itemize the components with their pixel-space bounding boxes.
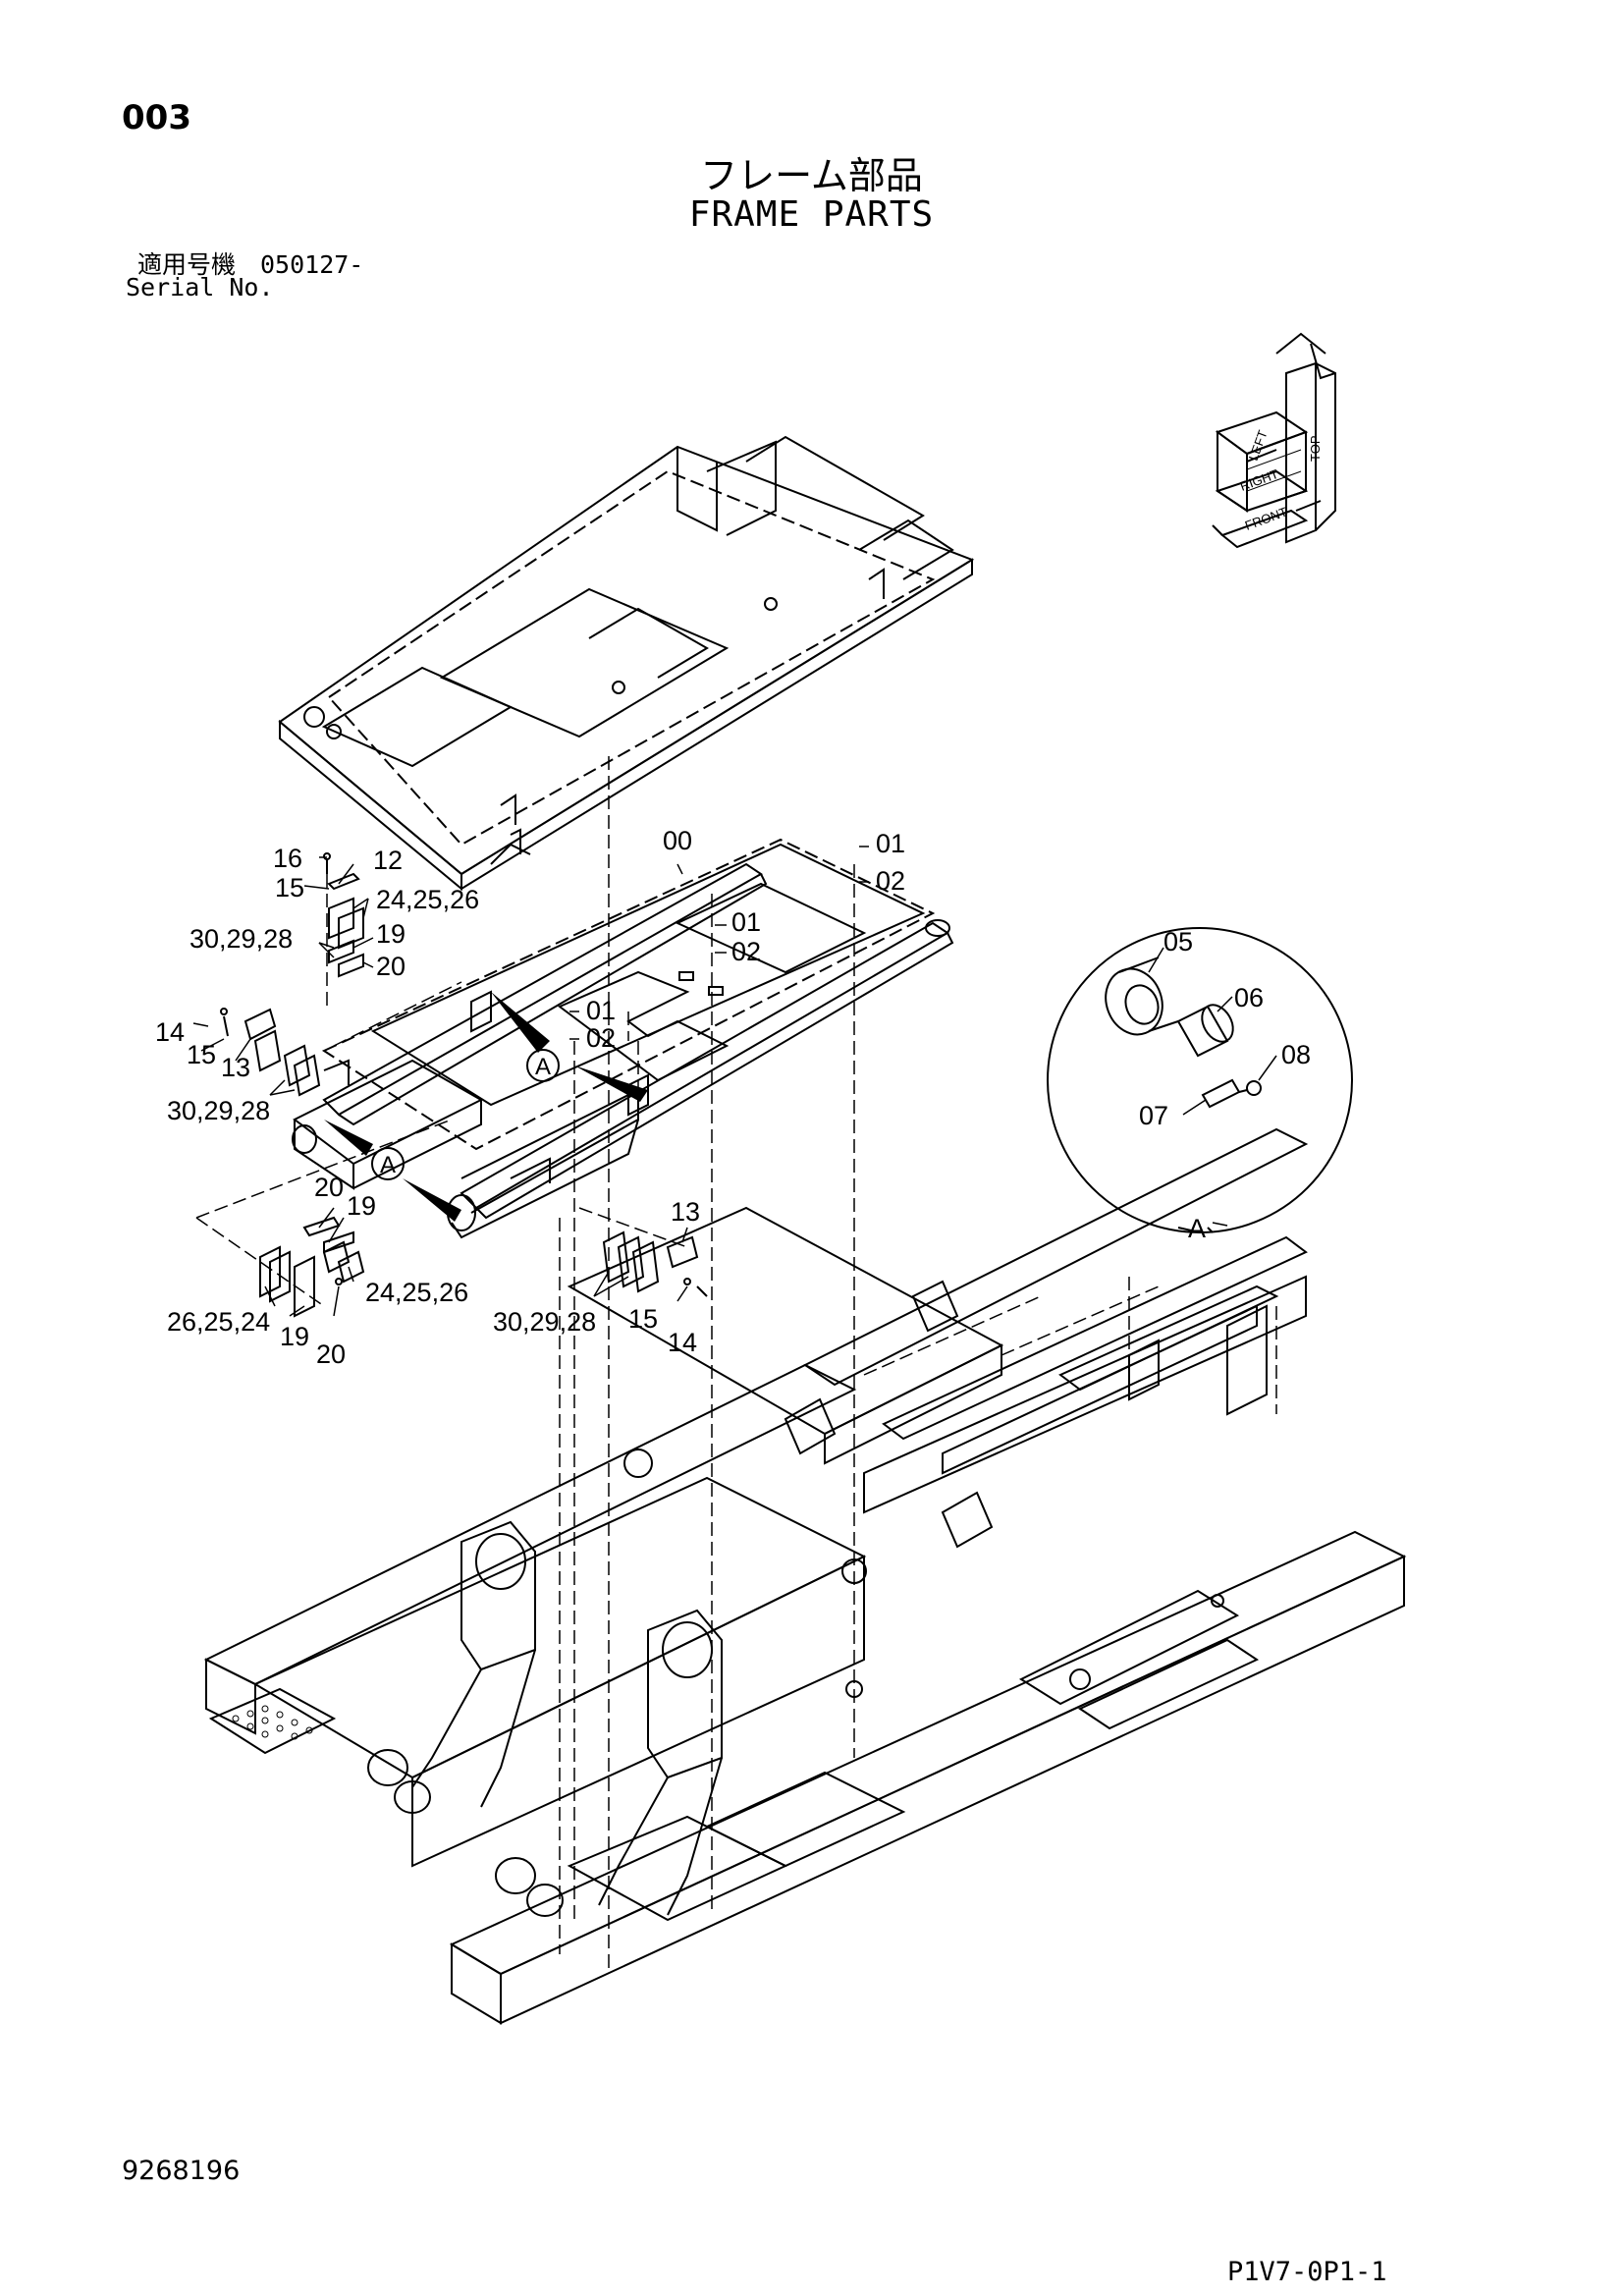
callout-13-right: 13 bbox=[671, 1197, 700, 1227]
callout-30-29-28-top: 30,29,28 bbox=[189, 924, 293, 954]
detail-a-callout-07: 07 bbox=[1139, 1101, 1168, 1130]
callout-30-29-28-left: 30,29,28 bbox=[167, 1096, 270, 1125]
callout-19-bottom: 19 bbox=[280, 1322, 309, 1351]
callout-26-25-24: 26,25,24 bbox=[167, 1307, 270, 1337]
callout-circle-a-1 bbox=[526, 1049, 560, 1082]
callout-19-top: 19 bbox=[376, 919, 406, 949]
callout-12: 12 bbox=[373, 846, 403, 875]
callout-30-29-28-right: 30,29,28 bbox=[493, 1307, 596, 1337]
serial-applicability-japanese: 適用号機 050127- bbox=[137, 250, 364, 279]
orientation-left-label: LEFT bbox=[1246, 428, 1271, 463]
callout-16: 16 bbox=[273, 844, 302, 873]
callout-20-mid: 20 bbox=[314, 1173, 344, 1202]
callout-14-left: 14 bbox=[155, 1017, 185, 1047]
orientation-right-label: RIGHT bbox=[1238, 466, 1280, 494]
page-title-japanese: フレーム部品 bbox=[700, 154, 923, 197]
callout-02-top: 02 bbox=[876, 866, 905, 896]
callout-a-2-letter: A bbox=[380, 1152, 396, 1178]
detail-a-callout-05: 05 bbox=[1163, 927, 1193, 957]
orientation-cube bbox=[1212, 332, 1336, 549]
sheet-reference: P1V7-0P1-1 bbox=[1227, 2257, 1387, 2287]
orientation-labels: TOP LEFT RIGHT FRONT bbox=[1238, 428, 1323, 533]
callout-15-top: 15 bbox=[275, 873, 304, 902]
detail-a-circle bbox=[1047, 927, 1353, 1233]
detail-a-callout-06: 06 bbox=[1234, 983, 1264, 1012]
callout-01-mid: 01 bbox=[731, 907, 761, 937]
callout-24-25-26-bottom: 24,25,26 bbox=[365, 1278, 468, 1307]
left-small-parts bbox=[220, 852, 708, 1318]
callout-a-1-letter: A bbox=[535, 1054, 551, 1080]
callout-01-low: 01 bbox=[586, 996, 616, 1025]
callout-24-25-26-top: 24,25,26 bbox=[376, 885, 479, 914]
upper-frame bbox=[278, 435, 975, 892]
callout-20-top: 20 bbox=[376, 952, 406, 981]
callout-00: 00 bbox=[663, 826, 692, 855]
page-number: 003 bbox=[122, 98, 191, 137]
callout-20-bottom: 20 bbox=[316, 1339, 346, 1369]
callout-15-left: 15 bbox=[187, 1040, 216, 1069]
orientation-top-label: TOP bbox=[1308, 436, 1323, 463]
serial-applicability-english: Serial No. bbox=[126, 273, 274, 301]
part-callouts: 00 01 02 01 02 01 02 16 12 15 24,25,26 3… bbox=[155, 826, 1311, 1369]
detail-a-callout-08: 08 bbox=[1281, 1040, 1311, 1069]
mid-frame-00 bbox=[292, 838, 954, 1239]
drawing-number: 9268196 bbox=[122, 2156, 241, 2186]
assembly-dashed-lines bbox=[195, 756, 855, 1969]
detail-a-label: A bbox=[1188, 1214, 1206, 1243]
callout-13-left: 13 bbox=[221, 1053, 250, 1082]
callout-circle-a-2 bbox=[371, 1147, 405, 1180]
callout-19-mid: 19 bbox=[347, 1191, 376, 1221]
detail-a-leaders bbox=[324, 992, 648, 1222]
callout-leaders bbox=[192, 846, 1277, 1317]
callout-15-right: 15 bbox=[628, 1304, 658, 1334]
page-title-english: FRAME PARTS bbox=[688, 194, 935, 235]
callout-02-mid: 02 bbox=[731, 937, 761, 966]
callout-01-top: 01 bbox=[876, 829, 905, 858]
lower-track-frame bbox=[203, 1127, 1407, 2025]
callout-14-right: 14 bbox=[668, 1328, 697, 1357]
callout-02-low: 02 bbox=[586, 1023, 616, 1053]
